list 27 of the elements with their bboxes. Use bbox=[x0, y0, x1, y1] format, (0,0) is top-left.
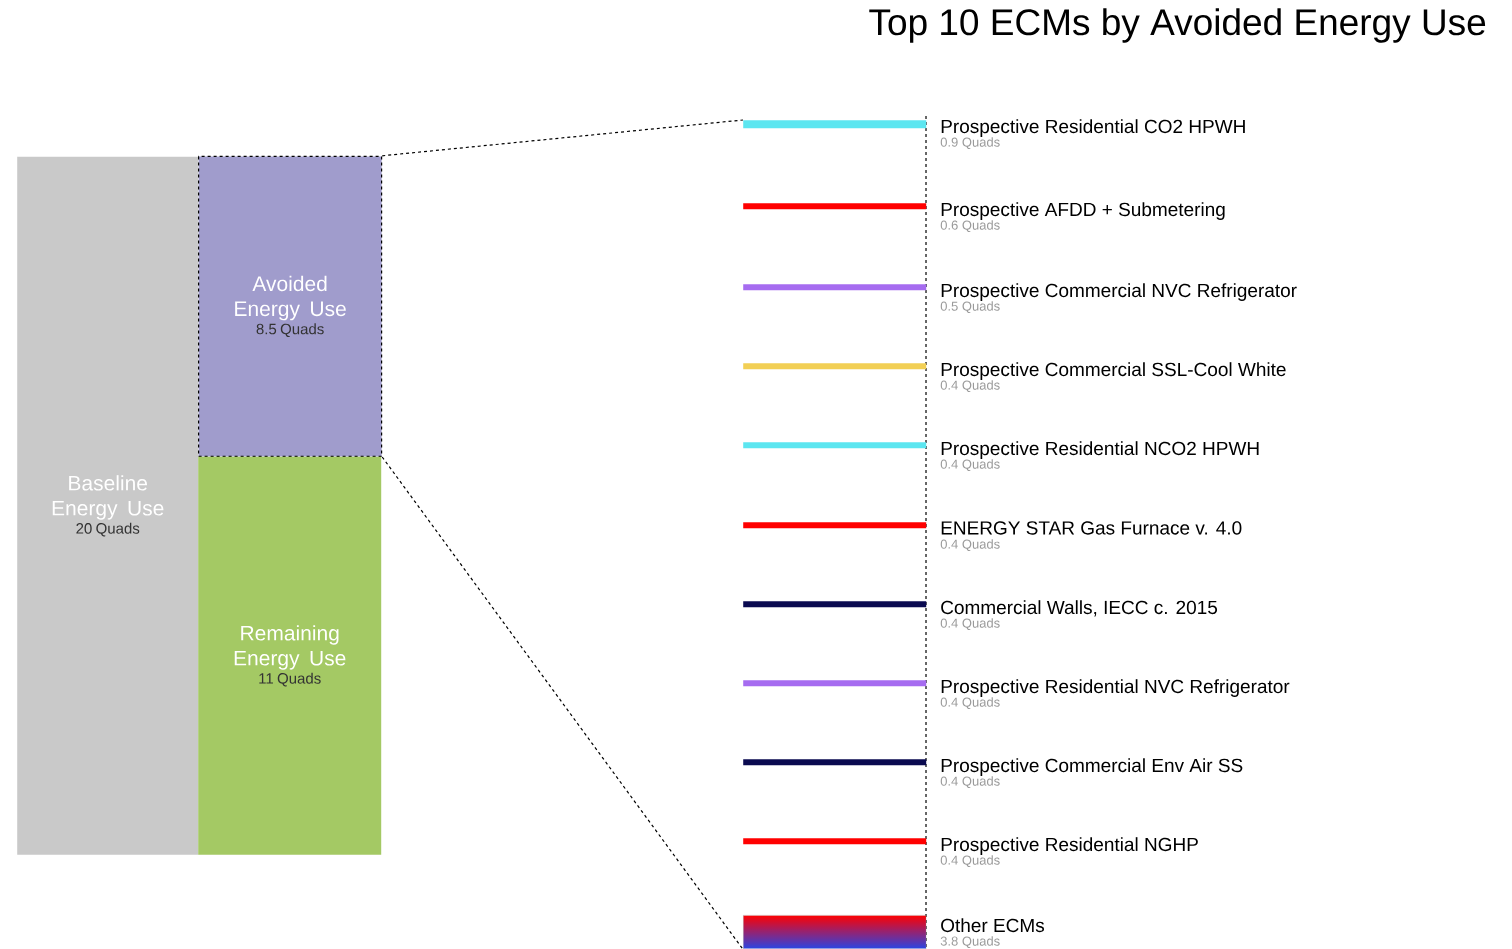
bar-label: Prospective Commercial NVC Refrigerator bbox=[941, 283, 1297, 301]
bar-label: Prospective Residential CO2 HPWH bbox=[941, 119, 1245, 137]
bar-label: Prospective Residential NGHP bbox=[941, 837, 1198, 855]
value-label: 3.8 Quads bbox=[940, 936, 1000, 949]
value-label: 0.4 Quads bbox=[940, 776, 1000, 789]
bar-label: Prospective Commercial SSL-Cool White bbox=[941, 362, 1286, 380]
value-label: 0.9 Quads bbox=[940, 137, 1000, 150]
bar-label: Commercial Walls, IECC c. 2015 bbox=[941, 600, 1218, 617]
value-label: 0.4 Quads bbox=[940, 697, 1000, 710]
zoom-line bbox=[381, 119, 744, 157]
bar-label: Prospective AFDD + Submetering bbox=[941, 202, 1225, 220]
bar-label: ENERGY STAR Gas Furnace v. 4.0 bbox=[941, 521, 1242, 535]
value-label: 0.4 Quads bbox=[940, 539, 1000, 552]
title: Top 10 ECMs by Avoided Energy Use bbox=[869, 8, 1486, 43]
zoom-line bbox=[381, 456, 744, 949]
value-label: 0.5 Quads bbox=[940, 301, 1000, 314]
value-label: 0.4 Quads bbox=[940, 618, 1000, 631]
value-label: 0.4 Quads bbox=[940, 380, 1000, 393]
bar-label: Prospective Residential NVC Refrigerator bbox=[941, 679, 1290, 697]
bar-segment: Avoided Energy Use 8.5 Quads bbox=[198, 155, 383, 457]
value-label: 0.4 Quads bbox=[940, 855, 1000, 868]
bar-label: Other ECMs bbox=[941, 918, 1044, 933]
bar-label: Prospective Residential NCO2 HPWH bbox=[941, 441, 1259, 459]
bar-segment: Remaining Energy Use 11 Quads bbox=[198, 456, 382, 855]
bar-label: Prospective Commercial Env Air SS bbox=[941, 758, 1243, 776]
value-label: 0.4 Quads bbox=[940, 459, 1000, 472]
value-label: 0.6 Quads bbox=[940, 220, 1000, 233]
